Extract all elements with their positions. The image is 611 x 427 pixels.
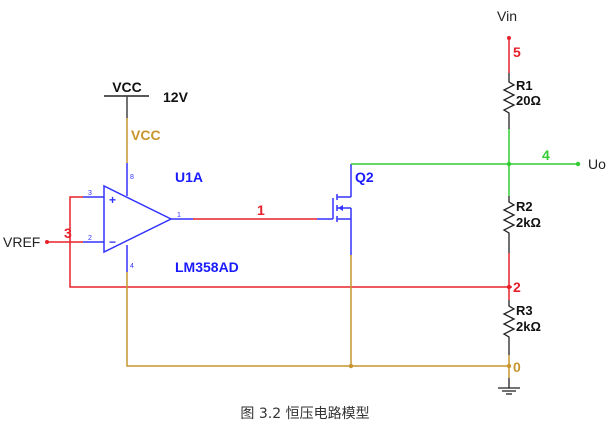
pin4-number: 4 — [130, 263, 134, 270]
pin8-number: 8 — [130, 174, 134, 181]
wire-ground — [126, 272, 509, 367]
junction-ground — [506, 363, 512, 369]
minus-symbol: − — [109, 235, 116, 249]
wire-feedback — [69, 196, 512, 288]
r2-zigzag — [502, 196, 516, 253]
vref-label: VREF — [3, 234, 40, 250]
opamp-part-label: LM358AD — [175, 259, 239, 275]
pin3-number: 3 — [88, 190, 92, 197]
vcc-symbol-label: VCC — [112, 79, 142, 95]
resistor-r2: R2 2kΩ — [502, 196, 541, 253]
opamp-triangle — [103, 184, 173, 254]
pin2-number: 2 — [88, 235, 92, 242]
net-5-label: 5 — [513, 44, 521, 60]
vcc-supply: VCC 12V — [104, 79, 189, 118]
r1-zigzag — [502, 73, 516, 129]
plus-symbol: + — [109, 193, 116, 207]
vcc-net-label: VCC — [131, 127, 161, 143]
r2-value: 2kΩ — [516, 215, 541, 230]
vin-label: Vin — [497, 8, 517, 24]
r1-ref: R1 — [516, 78, 533, 93]
r3-zigzag — [502, 300, 516, 355]
uo-terminal — [575, 161, 581, 167]
q2-ref-label: Q2 — [355, 169, 374, 185]
junction-net4 — [506, 161, 512, 167]
net-1-label: 1 — [257, 202, 265, 218]
opamp-u1a: + − 3 2 1 8 4 U1A LM358AD — [83, 163, 239, 275]
r3-ref: R3 — [516, 303, 533, 318]
vcc-voltage-label: 12V — [163, 89, 189, 105]
resistor-r3: R3 2kΩ — [502, 300, 541, 355]
figure-caption: 图 3.2 恒压电路模型 — [240, 406, 369, 422]
junction-source-ground — [348, 363, 354, 369]
r1-value: 20Ω — [516, 93, 541, 108]
r3-value: 2kΩ — [516, 319, 541, 334]
uo-label: Uo — [588, 156, 606, 172]
net-2-label: 2 — [513, 279, 521, 295]
net-4-label: 4 — [542, 147, 550, 163]
body-arrow-icon — [338, 205, 343, 211]
net-0-label: 0 — [513, 359, 521, 375]
junction-net2 — [506, 284, 512, 290]
ground-icon — [498, 378, 520, 395]
mosfet-q2: Q2 — [317, 164, 374, 255]
r2-ref: R2 — [516, 199, 533, 214]
resistor-r1: R1 20Ω — [502, 73, 541, 129]
pin1-number: 1 — [177, 212, 181, 219]
opamp-ref-label: U1A — [175, 169, 203, 185]
net-3-label: 3 — [64, 225, 72, 241]
